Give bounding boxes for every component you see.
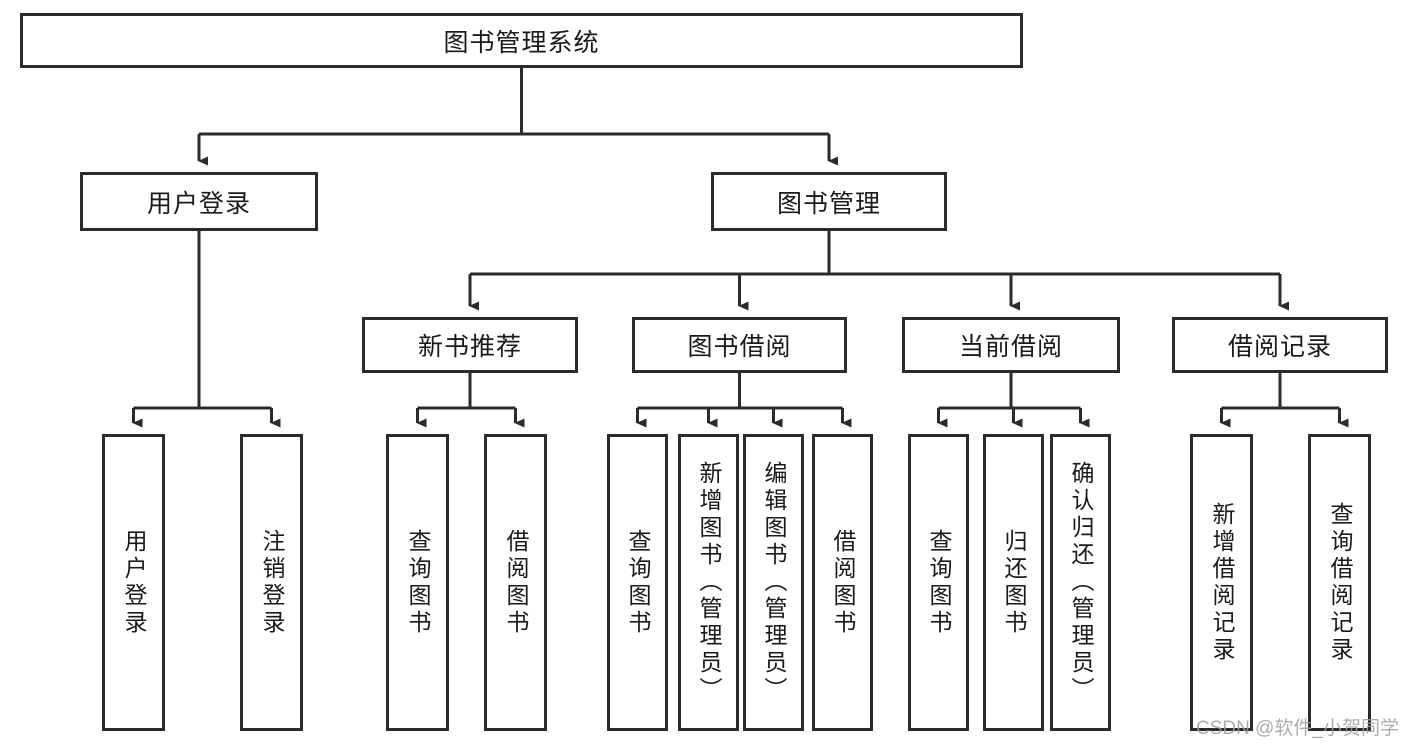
watermark-text: CSDN @软件_小贺同学	[1196, 718, 1399, 739]
node-borrow-records[interactable]: 借阅记录	[1172, 317, 1388, 373]
node-leaf-user-login-label: 用户登录	[121, 528, 147, 637]
node-leaf-query-borrow-record[interactable]: 查询借阅记录	[1308, 434, 1371, 731]
node-leaf-logout[interactable]: 注销登录	[240, 434, 303, 731]
node-root-label: 图书管理系统	[443, 28, 600, 57]
node-leaf-borrow-book[interactable]: 借阅图书	[812, 434, 873, 731]
node-book-management-label: 图书管理	[776, 189, 881, 218]
node-leaf-user-login[interactable]: 用户登录	[102, 434, 165, 731]
node-leaf-add-borrow-record-label: 新增借阅记录	[1209, 501, 1235, 664]
node-root[interactable]: 图书管理系统	[20, 13, 1023, 68]
node-new-book-recommend[interactable]: 新书推荐	[362, 317, 578, 373]
node-leaf-logout-label: 注销登录	[259, 528, 285, 637]
node-leaf-add-book[interactable]: 新增图书（管理员）	[678, 434, 739, 731]
node-book-management[interactable]: 图书管理	[711, 172, 947, 231]
node-leaf-query-book-borrow-label: 查询图书	[625, 528, 651, 637]
node-current-borrow-label: 当前借阅	[958, 333, 1063, 361]
node-user-login-label: 用户登录	[146, 189, 251, 218]
node-leaf-borrow-book-recommend-label: 借阅图书	[503, 528, 529, 637]
node-leaf-query-borrow-record-label: 查询借阅记录	[1327, 501, 1353, 664]
node-leaf-return-book[interactable]: 归还图书	[983, 434, 1044, 731]
node-leaf-confirm-return-label: 确认归还（管理员）	[1068, 461, 1094, 704]
node-borrow-records-label: 借阅记录	[1227, 333, 1332, 361]
node-leaf-query-book-borrow[interactable]: 查询图书	[607, 434, 668, 731]
node-new-book-recommend-label: 新书推荐	[417, 333, 522, 361]
node-leaf-query-book-current-label: 查询图书	[926, 528, 952, 637]
node-leaf-query-book-current[interactable]: 查询图书	[908, 434, 969, 731]
node-book-borrow-label: 图书借阅	[687, 333, 792, 361]
node-leaf-borrow-book-label: 借阅图书	[830, 528, 856, 637]
node-leaf-return-book-label: 归还图书	[1001, 528, 1027, 637]
node-leaf-query-book-recommend[interactable]: 查询图书	[386, 434, 449, 731]
node-leaf-edit-book[interactable]: 编辑图书（管理员）	[743, 434, 804, 731]
node-leaf-edit-book-label: 编辑图书（管理员）	[761, 461, 787, 704]
node-leaf-confirm-return[interactable]: 确认归还（管理员）	[1050, 434, 1111, 731]
node-current-borrow[interactable]: 当前借阅	[902, 317, 1120, 373]
node-book-borrow[interactable]: 图书借阅	[632, 317, 847, 373]
node-leaf-borrow-book-recommend[interactable]: 借阅图书	[484, 434, 547, 731]
node-user-login[interactable]: 用户登录	[80, 172, 318, 231]
node-leaf-add-book-label: 新增图书（管理员）	[696, 461, 722, 704]
node-leaf-query-book-recommend-label: 查询图书	[405, 528, 431, 637]
node-leaf-add-borrow-record[interactable]: 新增借阅记录	[1190, 434, 1253, 731]
